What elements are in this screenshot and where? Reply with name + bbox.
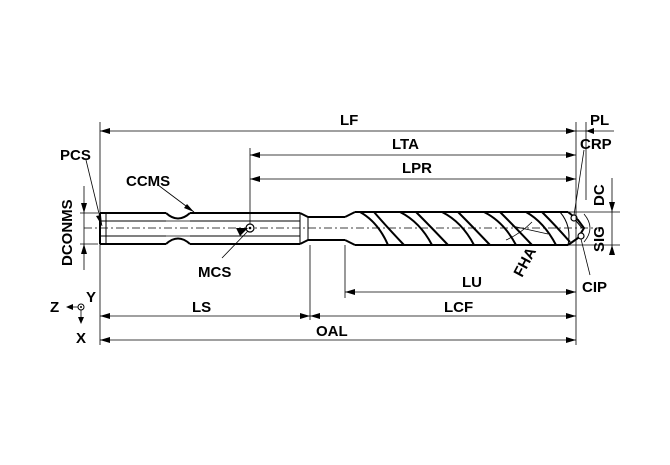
axis-label-y: Y [86,289,96,306]
label-lu: LU [462,274,482,291]
dimension-ls: LS [100,299,310,319]
label-lpr: LPR [402,160,432,177]
extension-lines [80,122,620,345]
label-lcf: LCF [444,299,473,316]
label-ccms: CCMS [126,173,170,190]
annotation-cip: CIP [580,238,607,296]
coordinate-system: Z Y X [50,289,96,347]
hex-shank [99,212,345,245]
label-dc: DC [591,184,608,206]
dimension-lf: LF [100,112,576,134]
annotation-sig: SIG [583,213,608,252]
dimension-lu: LU [345,274,576,295]
label-lta: LTA [392,136,419,153]
label-dconms: DCONMS [59,199,76,266]
label-pcs: PCS [60,147,91,164]
label-mcs: MCS [198,264,231,281]
label-fha: FHA [511,245,541,280]
annotation-mcs: MCS [198,228,249,281]
annotation-pcs: PCS [60,147,103,227]
drill-tool [84,211,600,246]
dimension-dconms: DCONMS [59,186,87,270]
label-crp: CRP [580,136,612,153]
label-ls: LS [192,299,211,316]
label-oal: OAL [316,323,348,340]
axis-label-z: Z [50,299,59,316]
label-pl: PL [590,112,609,129]
dimension-lpr: LPR [250,160,576,182]
dimension-dc: DC [591,178,615,255]
dimension-lta: LTA [250,136,576,158]
annotation-crp: CRP [573,136,612,216]
label-sig: SIG [591,226,608,252]
dimension-oal: OAL [100,323,576,343]
dimension-lcf: LCF [310,299,576,319]
annotation-ccms: CCMS [126,173,195,213]
cip-point-marker [577,232,585,240]
dimension-pl: PL [576,112,614,134]
axis-label-x: X [76,330,86,347]
label-lf: LF [340,112,358,129]
fluted-cutting-part [344,211,586,246]
label-cip: CIP [582,279,607,296]
annotation-fha: FHA [505,221,549,280]
